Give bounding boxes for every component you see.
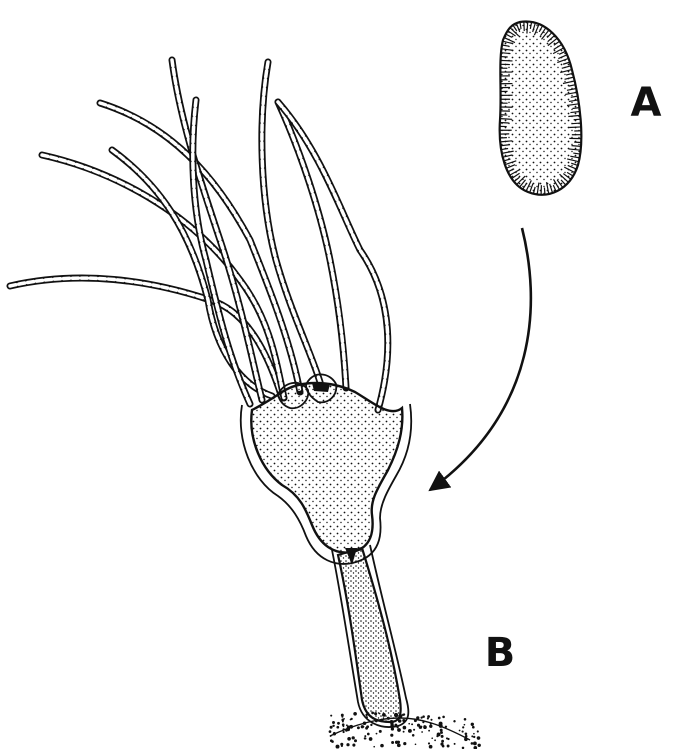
ciliated-cell-icon — [500, 22, 582, 195]
label-a: A — [631, 80, 662, 126]
label-b: B — [485, 630, 516, 676]
tentacled-polyp-icon — [10, 60, 411, 727]
curved-arrow-icon — [430, 228, 531, 490]
substrate-speckle — [329, 712, 481, 749]
